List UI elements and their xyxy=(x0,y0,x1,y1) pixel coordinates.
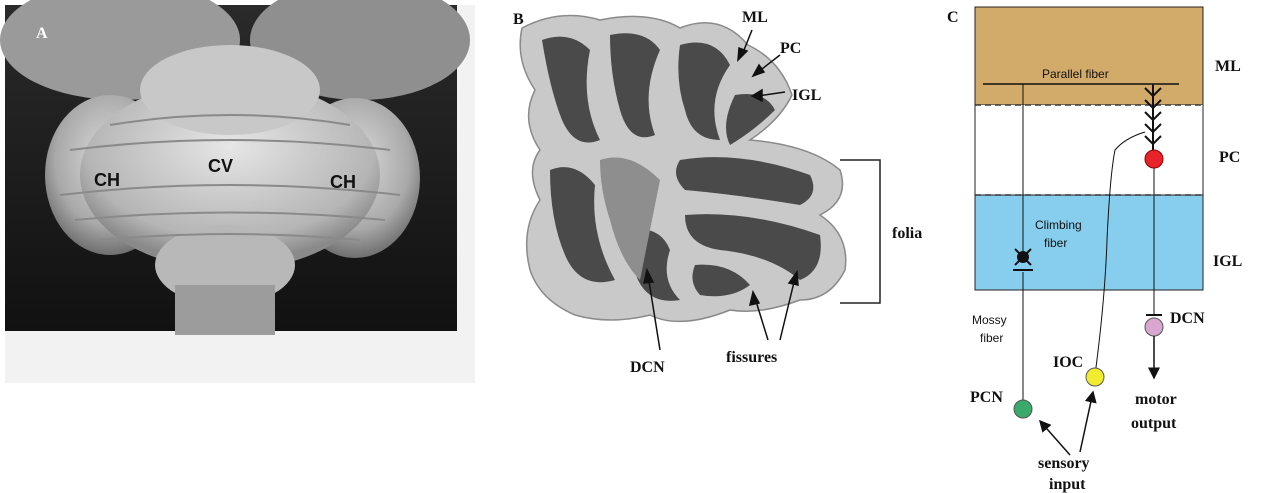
motor-output-label-2: output xyxy=(1131,415,1177,432)
climbing-fiber-label-2: fiber xyxy=(1044,236,1067,250)
pcn-cell xyxy=(1014,400,1032,418)
label-ch-right: CH xyxy=(330,172,356,192)
label-ml: ML xyxy=(742,9,768,26)
label-cv: CV xyxy=(208,156,233,176)
label-dcn: DCN xyxy=(630,359,665,376)
label-ch-left: CH xyxy=(94,170,120,190)
purkinje-cell xyxy=(1145,150,1163,168)
dcn-label: DCN xyxy=(1170,310,1205,327)
panel-c-schematic: C ML PC IGL Parallel fiber Climbing fibe… xyxy=(945,0,1261,493)
pcn-label: PCN xyxy=(970,389,1003,406)
climbing-fiber-label-1: Climbing xyxy=(1035,218,1082,232)
sensory-input-label-1: sensory xyxy=(1038,455,1090,472)
layer-label-ml: ML xyxy=(1215,58,1241,75)
panel-c-letter: C xyxy=(947,9,959,26)
dcn-cell xyxy=(1145,318,1163,336)
mossy-fiber-label-1: Mossy xyxy=(972,313,1007,327)
label-pc: PC xyxy=(780,40,801,57)
folia-bracket xyxy=(840,160,880,303)
purkinje-layer xyxy=(975,105,1203,195)
vermis-top xyxy=(140,45,320,135)
panel-b-section: B ML PC IGL folia DCN fissures xyxy=(480,0,950,493)
ioc-label: IOC xyxy=(1053,354,1083,371)
granular-layer-box xyxy=(975,195,1203,290)
layer-label-pc: PC xyxy=(1219,149,1240,166)
ioc-cell xyxy=(1086,368,1104,386)
label-folia: folia xyxy=(892,225,922,242)
brainstem xyxy=(175,285,275,335)
panel-a-letter: A xyxy=(36,25,48,42)
label-igl: IGL xyxy=(792,87,821,104)
label-fissures: fissures xyxy=(726,349,777,366)
sensory-input-label-2: input xyxy=(1049,476,1086,493)
layer-label-igl: IGL xyxy=(1213,253,1242,270)
parallel-fiber-label: Parallel fiber xyxy=(1042,67,1109,81)
motor-output-label-1: motor xyxy=(1135,391,1177,408)
panel-a-photo: A CH CV CH xyxy=(0,0,480,493)
mossy-fiber-label-2: fiber xyxy=(980,331,1003,345)
sensory-arrow-ioc xyxy=(1080,392,1093,452)
sensory-arrow-pcn xyxy=(1040,421,1070,455)
panel-b-letter: B xyxy=(513,11,524,28)
molecular-layer xyxy=(975,7,1203,105)
